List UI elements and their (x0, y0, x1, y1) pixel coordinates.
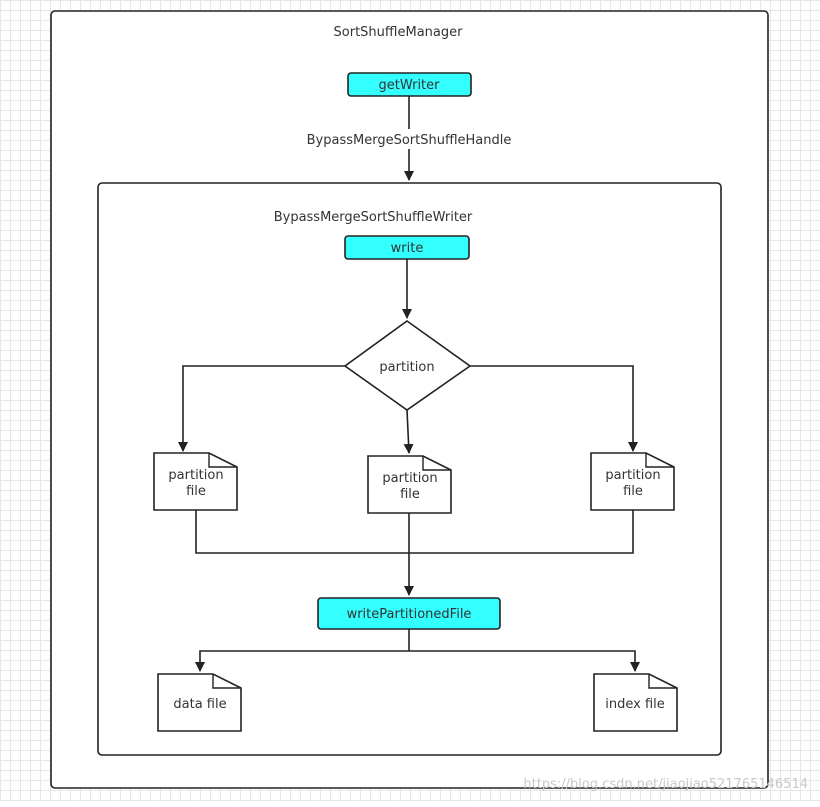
connector-to-data-file (195, 650, 409, 672)
partition-file-right-label: partition (605, 468, 660, 483)
partition-file-left-label-line2: file (186, 484, 206, 499)
partition-decision-label: partition (379, 360, 434, 375)
inner-container-title: BypassMergeSortShuffleWriter (274, 210, 473, 225)
outer-container-title: SortShuffleManager (334, 25, 464, 40)
partition-file-left-label: partition (168, 468, 223, 483)
connector-partition-to-left-file (178, 365, 345, 452)
partition-file-middle-label-line2: file (400, 487, 420, 502)
connector-to-index-file (409, 650, 640, 672)
partition-file-right-fold (645, 453, 674, 468)
write-partitioned-file-label: writePartitionedFile (347, 607, 472, 622)
connector-left-file-merge (195, 510, 634, 554)
partition-file-middle-fold (422, 456, 451, 471)
data-file-label: data file (173, 697, 226, 712)
index-file-label: index file (605, 697, 665, 712)
connector-partition-to-middle-file (403, 409, 414, 454)
connector-partition-to-right-file (470, 365, 638, 452)
index-file-fold (648, 674, 677, 689)
get-writer-label: getWriter (378, 78, 440, 93)
partition-file-left-fold (208, 453, 237, 468)
partition-file-right-label-line2: file (623, 484, 643, 499)
handle-label: BypassMergeSortShuffleHandle (307, 133, 512, 148)
write-label: write (391, 241, 424, 256)
partition-file-middle-label: partition (382, 471, 437, 486)
watermark-text: https://blog.csdn.net/jiaojiao5217651465… (523, 777, 808, 792)
data-file-fold (212, 674, 241, 689)
